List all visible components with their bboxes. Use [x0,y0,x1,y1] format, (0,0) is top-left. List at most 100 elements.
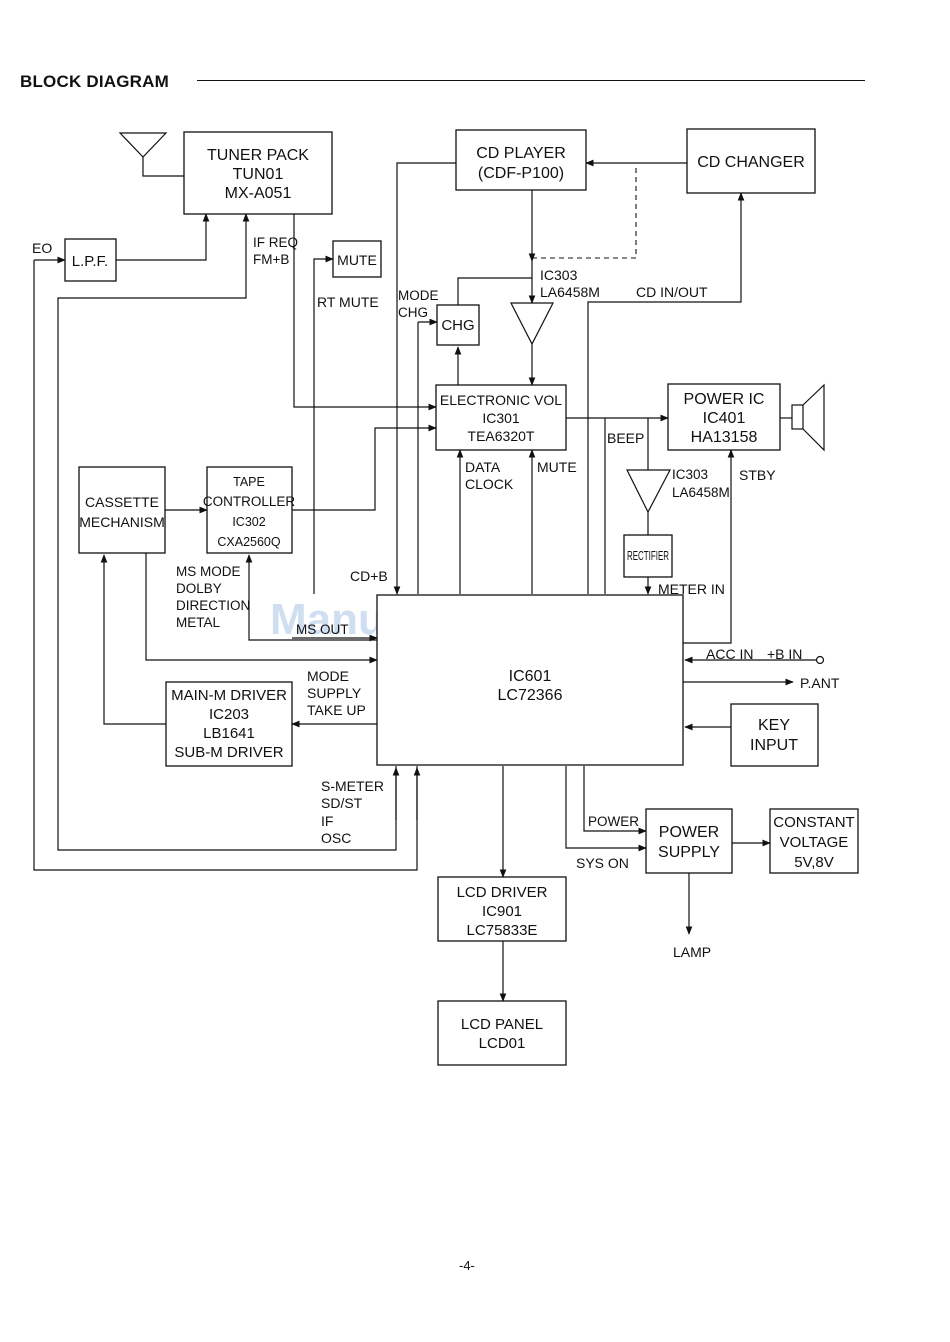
main-m-driver-block: MAIN-M DRIVER IC203 LB1641 SUB-M DRIVER [165,681,293,767]
tape-line-1: TAPE [233,475,265,489]
antenna-icon [118,132,184,177]
tape-line-2: CONTROLLER [203,494,296,509]
cd-player-line-2: (CDF-P100) [478,165,564,182]
chg-label: CHG [441,317,474,334]
key-input-block: KEY INPUT [730,703,819,767]
main-m-line-3: LB1641 [203,725,255,742]
label-ms-out: MS OUT [296,622,349,637]
power-supply-block: POWER SUPPLY [645,808,733,874]
tuner-line-3: MX-A051 [225,185,292,202]
label-la6458m-right: LA6458M [672,485,730,500]
label-mode: MODE [398,288,439,303]
main-m-line-1: MAIN-M DRIVER [171,687,287,704]
power-ic-line-2: IC401 [703,410,746,427]
lcd-driver-line-2: IC901 [482,903,522,920]
label-acc-in: ACC IN [706,646,753,662]
label-la6458m-top: LA6458M [540,284,600,300]
label-sd-st: SD/ST [321,795,363,811]
power-supply-line-2: SUPPLY [658,844,720,861]
label-clock: CLOCK [465,476,514,492]
lcd-panel-block: LCD PANEL LCD01 [437,1000,567,1066]
lcd-driver-block: LCD DRIVER IC901 LC75833E [437,876,567,942]
main-m-line-2: IC203 [209,706,249,723]
lcd-driver-line-3: LC75833E [467,922,538,939]
lpf-label: L.P.F. [72,253,108,270]
mute-label: MUTE [337,252,377,268]
cassette-line-2: MECHANISM [79,514,165,530]
label-lamp: LAMP [673,944,711,960]
lpf-block: L.P.F. [64,238,117,282]
label-metal: METAL [176,615,220,630]
cd-player-line-1: CD PLAYER [476,145,566,162]
lcd-panel-line-1: LCD PANEL [461,1016,543,1033]
label-ic303-top: IC303 [540,267,578,283]
connection-lines [33,159,825,1002]
tape-controller-block: TAPE CONTROLLER IC302 CXA2560Q [203,466,296,554]
label-fm-b: FM+B [253,252,289,267]
page-number: -4- [459,1258,475,1273]
label-cd-in-out: CD IN/OUT [636,284,708,300]
tuner-line-1: TUNER PACK [207,147,309,164]
label-direction: DIRECTION [176,598,250,613]
constant-voltage-block: CONSTANT VOLTAGE 5V,8V [769,808,859,874]
amplifier-ic303-top-icon [510,302,554,346]
label-dolby: DOLBY [176,581,222,596]
label-if: IF [321,813,333,829]
cassette-mechanism-block: CASSETTE MECHANISM [78,466,166,554]
label-beep: BEEP [607,430,644,446]
lcd-panel-line-2: LCD01 [479,1035,526,1052]
power-ic-block: POWER IC IC401 HA13158 [667,383,781,451]
power-ic-line-3: HA13158 [691,429,758,446]
key-input-line-1: KEY [758,717,790,734]
cassette-line-1: CASSETTE [85,494,159,510]
label-power-line: POWER [588,814,639,829]
constant-voltage-line-2: VOLTAGE [780,834,849,851]
label-ic303-right: IC303 [672,467,708,482]
constant-voltage-line-3: 5V,8V [794,854,834,871]
speaker-icon [791,383,825,452]
cd-player-block: CD PLAYER (CDF-P100) [455,129,587,191]
constant-voltage-line-1: CONSTANT [773,814,854,831]
power-supply-line-1: POWER [659,824,719,841]
label-mode-drv: MODE [307,668,349,684]
label-if-req: IF REQ [253,235,298,250]
tape-line-3: IC302 [232,515,265,529]
main-m-line-4: SUB-M DRIVER [174,744,283,761]
label-take-up: TAKE UP [307,702,366,718]
ic601-line-1: IC601 [509,668,552,685]
ic601-line-2: LC72366 [498,687,563,704]
label-stby: STBY [739,467,776,483]
label-s-meter: S-METER [321,778,384,794]
label-eo: EO [32,240,52,256]
page-title: BLOCK DIAGRAM [20,72,169,91]
label-meter-in: METER IN [658,581,725,597]
tape-line-4: CXA2560Q [217,535,281,549]
lcd-driver-line-1: LCD DRIVER [457,884,548,901]
evol-line-3: TEA6320T [468,428,535,444]
cd-changer-block: CD CHANGER [686,128,816,194]
label-chg: CHG [398,305,428,320]
label-sys-on: SYS ON [576,855,629,871]
title-rule [197,80,865,81]
power-ic-line-1: POWER IC [684,391,765,408]
amplifier-ic303-right-icon [626,469,671,514]
rectifier-block: RECTIFIER [623,534,673,578]
cd-changer-label: CD CHANGER [697,154,805,171]
label-supply: SUPPLY [307,685,362,701]
label-osc: OSC [321,830,351,846]
electronic-vol-block: ELECTRONIC VOL IC301 TEA6320T [435,384,567,451]
label-p-ant: P.ANT [800,675,840,691]
key-input-line-2: INPUT [750,737,798,754]
evol-line-2: IC301 [482,410,520,426]
label-ms-mode: MS MODE [176,564,241,579]
label-data: DATA [465,459,501,475]
mute-block: MUTE [332,240,382,278]
label-cd-b: CD+B [350,568,388,584]
label-b-in: +B IN [767,646,802,662]
tuner-pack-block: TUNER PACK TUN01 MX-A051 [183,131,333,215]
label-mute-line: MUTE [537,459,577,475]
chg-block: CHG [436,304,480,346]
tuner-line-2: TUN01 [233,166,284,183]
evol-line-1: ELECTRONIC VOL [440,392,562,408]
